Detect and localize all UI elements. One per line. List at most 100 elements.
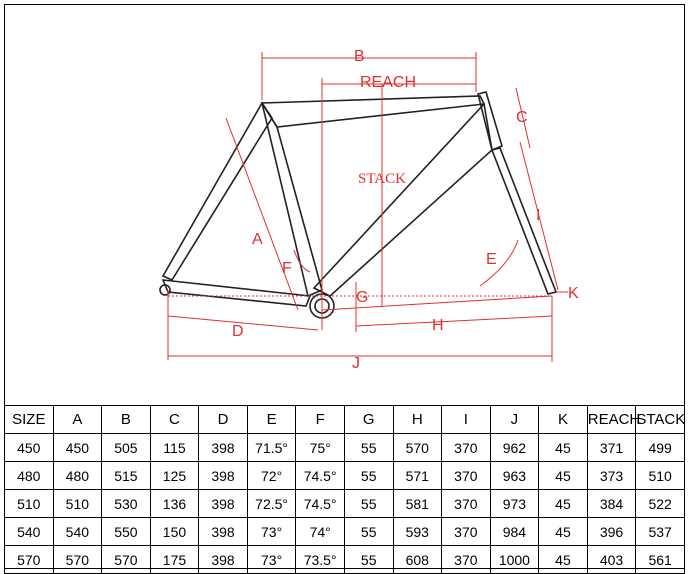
table-cell: 540 [4,517,54,546]
frame-geometry-diagram: B REACH STACK C A F G I E K H D J [159,48,579,372]
dimension-lines [167,52,568,362]
column-header-k: K [538,405,588,434]
table-cell: 136 [149,489,200,518]
table-cell: 370 [441,461,491,490]
table-cell: 561 [635,545,685,574]
table-cell: 71.5° [246,433,297,462]
column-header-a: A [52,405,103,434]
table-cell: 540 [52,517,103,546]
table-cell: 55 [343,433,394,462]
bike-frame [159,91,558,319]
label-g: G [356,289,368,306]
table-cell: 984 [489,517,540,546]
column-header-g: G [343,405,394,434]
table-cell: 570 [4,545,54,574]
table-cell: 72° [246,461,297,490]
table-cell: 371 [586,433,637,462]
table-cell: 571 [392,461,443,490]
table-cell: 74.5° [295,461,345,490]
table-cell: 72.5° [246,489,297,518]
column-header-h: H [392,405,443,434]
table-cell: 581 [392,489,443,518]
table-cell: 515 [101,461,151,490]
table-cell: 175 [149,545,200,574]
table-cell: 973 [489,489,540,518]
table-cell: 570 [101,545,151,574]
table-cell: 480 [52,461,103,490]
table-cell: 480 [4,461,54,490]
table-cell: 570 [52,545,103,574]
column-header-f: F [295,405,345,434]
table-cell: 403 [586,545,637,574]
table-cell: 450 [4,433,54,462]
label-c: C [516,109,528,126]
label-b: B [354,48,365,65]
table-cell: 593 [392,517,443,546]
table-cell: 510 [635,461,685,490]
table-cell: 384 [586,489,637,518]
table-cell: 75° [295,433,345,462]
table-cell: 150 [149,517,200,546]
table-cell: 398 [198,461,248,490]
table-cell: 55 [343,489,394,518]
table-cell: 505 [101,433,151,462]
table-cell: 370 [441,545,491,574]
label-h: H [432,317,444,334]
table-cell: 45 [538,489,588,518]
table-cell: 398 [198,545,248,574]
table-cell: 55 [343,517,394,546]
table-cell: 73° [246,545,297,574]
table-cell: 530 [101,489,151,518]
table-cell: 74° [295,517,345,546]
label-stack: STACK [358,171,406,187]
table-cell: 370 [441,517,491,546]
table-cell: 450 [52,433,103,462]
table-cell: 396 [586,517,637,546]
label-f: F [282,260,292,277]
table-cell: 74.5° [295,489,345,518]
table-cell: 522 [635,489,685,518]
table-cell: 115 [149,433,200,462]
table-cell: 45 [538,545,588,574]
table-cell: 370 [441,433,491,462]
label-reach: REACH [360,74,416,91]
table-cell: 608 [392,545,443,574]
table-cell: 398 [198,433,248,462]
table-cell: 370 [441,489,491,518]
column-header-j: J [489,405,540,434]
table-cell: 55 [343,545,394,574]
label-k: K [568,285,579,302]
column-header-c: C [149,405,200,434]
table-cell: 45 [538,461,588,490]
column-header-e: E [246,405,297,434]
column-header-i: I [441,405,491,434]
table-cell: 550 [101,517,151,546]
table-cell: 537 [635,517,685,546]
table-cell: 963 [489,461,540,490]
table-cell: 398 [198,517,248,546]
table-cell: 125 [149,461,200,490]
label-e: E [486,251,497,268]
table-cell: 570 [392,433,443,462]
label-j: J [352,355,360,372]
label-d: D [232,323,244,340]
column-header-reach: REACH [586,405,640,434]
label-a: A [252,231,263,248]
table-cell: 55 [343,461,394,490]
table-cell: 73.5° [295,545,345,574]
table-cell: 962 [489,433,540,462]
column-header-size: SIZE [4,405,54,434]
table-cell: 45 [538,433,588,462]
table-cell: 510 [52,489,103,518]
column-header-stack: STACK [635,405,685,434]
table-cell: 510 [4,489,54,518]
table-cell: 45 [538,517,588,546]
